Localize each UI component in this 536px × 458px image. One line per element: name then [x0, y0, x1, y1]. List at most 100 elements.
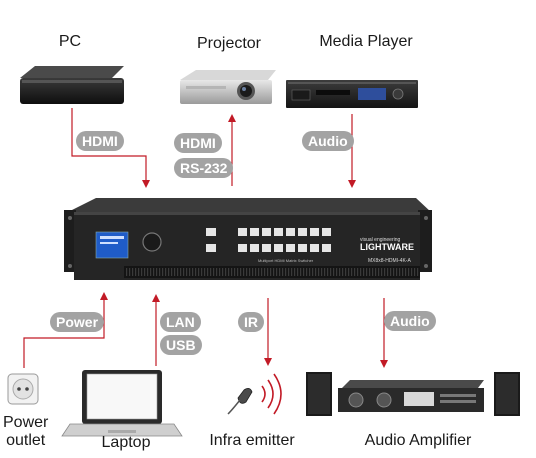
matrix-vent-slot: [285, 268, 287, 276]
matrix-vent-slot: [201, 268, 203, 276]
matrix-vent-slot: [261, 268, 263, 276]
matrix-panel-button: [310, 228, 319, 236]
matrix-vent-slot: [198, 268, 200, 276]
matrix-vent-slot: [339, 268, 341, 276]
matrix-vent-slot: [390, 268, 392, 276]
matrix-vent-slot: [153, 268, 155, 276]
power-outlet-icon: [7, 373, 39, 405]
matrix-vent-slot: [360, 268, 362, 276]
matrix-vent-slot: [159, 268, 161, 276]
matrix-vent-slot: [348, 268, 350, 276]
matrix-vent-slot: [402, 268, 404, 276]
power-pill: Power: [50, 312, 105, 332]
matrix-vent-slot: [276, 268, 278, 276]
matrix-vent-slot: [252, 268, 254, 276]
matrix-vent-slot: [141, 268, 143, 276]
matrix-vent-slot: [135, 268, 137, 276]
pc-label: PC: [58, 33, 82, 50]
matrix-vent-slot: [177, 268, 179, 276]
laptop-label: Laptop: [101, 434, 151, 451]
matrix-brand-tagline: visual engineering: [360, 237, 401, 243]
matrix-switcher-icon: [64, 198, 432, 280]
matrix-panel-button: [286, 244, 295, 252]
matrix-vent-slot: [147, 268, 149, 276]
projector-hdmi-pill: HDMI: [174, 133, 222, 153]
matrix-panel-button: [274, 228, 283, 236]
matrix-panel-button: [310, 244, 319, 252]
matrix-vent-slot: [375, 268, 377, 276]
matrix-vent-slot: [345, 268, 347, 276]
matrix-model: MX8x8-HDMI-4K-A: [368, 258, 411, 264]
matrix-panel-button: [298, 244, 307, 252]
matrix-vent-slot: [333, 268, 335, 276]
matrix-vent-slot: [132, 268, 134, 276]
matrix-vent-slot: [129, 268, 131, 276]
projector-label: Projector: [196, 35, 262, 52]
matrix-vent-slot: [192, 268, 194, 276]
matrix-vent-slot: [324, 268, 326, 276]
matrix-panel-button: [250, 228, 259, 236]
matrix-vent-slot: [330, 268, 332, 276]
matrix-panel-button: [322, 244, 331, 252]
matrix-vent-slot: [138, 268, 140, 276]
matrix-vent-slot: [318, 268, 320, 276]
matrix-vent-slot: [225, 268, 227, 276]
matrix-vent-slot: [306, 268, 308, 276]
matrix-vent-slot: [270, 268, 272, 276]
matrix-vent-slot: [207, 268, 209, 276]
matrix-vent-slot: [342, 268, 344, 276]
matrix-vent-slot: [156, 268, 158, 276]
matrix-panel-button: [274, 244, 283, 252]
matrix-panel-button: [262, 244, 271, 252]
laptop-icon: [61, 370, 183, 437]
matrix-vent-slot: [384, 268, 386, 276]
matrix-vent-slot: [408, 268, 410, 276]
matrix-vent-slot: [267, 268, 269, 276]
ir-pill: IR: [238, 312, 264, 332]
matrix-subtitle: Multiport HDMI Matrix Switcher: [258, 258, 314, 263]
matrix-vent-slot: [228, 268, 230, 276]
matrix-vent-slot: [372, 268, 374, 276]
infra-emitter-label: Infra emitter: [209, 432, 295, 449]
matrix-vent-slot: [180, 268, 182, 276]
matrix-panel-button: [298, 228, 307, 236]
matrix-vent-slot: [126, 268, 128, 276]
matrix-vent-slot: [162, 268, 164, 276]
projector-rs232-pill: RS-232: [174, 158, 234, 178]
matrix-vent-slot: [258, 268, 260, 276]
matrix-vent-slot: [243, 268, 245, 276]
media-player-label: Media Player: [319, 33, 413, 50]
power-outlet-label: Power outlet: [3, 414, 49, 449]
matrix-vent-slot: [291, 268, 293, 276]
lan-pill: LAN: [160, 312, 201, 332]
matrix-vent-slot: [174, 268, 176, 276]
matrix-vent-slot: [300, 268, 302, 276]
rack-media-player-icon: [286, 80, 418, 108]
matrix-vent-slot: [297, 268, 299, 276]
matrix-vent-slot: [240, 268, 242, 276]
matrix-panel-button: [250, 244, 259, 252]
matrix-vent-slot: [216, 268, 218, 276]
matrix-vent-slot: [231, 268, 233, 276]
matrix-vent-slot: [327, 268, 329, 276]
pc-box-icon: [20, 66, 124, 104]
matrix-vent-slot: [195, 268, 197, 276]
matrix-vent-slot: [303, 268, 305, 276]
matrix-vent-slot: [393, 268, 395, 276]
matrix-vent-slot: [264, 268, 266, 276]
usb-pill: USB: [160, 335, 202, 355]
matrix-vent-slot: [309, 268, 311, 276]
ir-emitter-icon: [227, 373, 282, 415]
matrix-vent-slot: [405, 268, 407, 276]
matrix-vent-slot: [312, 268, 314, 276]
matrix-vent-slot: [282, 268, 284, 276]
matrix-vent-slot: [171, 268, 173, 276]
matrix-panel-button: [322, 228, 331, 236]
matrix-vent-slot: [249, 268, 251, 276]
matrix-vent-slot: [387, 268, 389, 276]
matrix-vent-slot: [273, 268, 275, 276]
matrix-panel-button: [238, 244, 247, 252]
matrix-vent-slot: [234, 268, 236, 276]
matrix-vent-slot: [417, 268, 419, 276]
matrix-panel-button: [262, 228, 271, 236]
